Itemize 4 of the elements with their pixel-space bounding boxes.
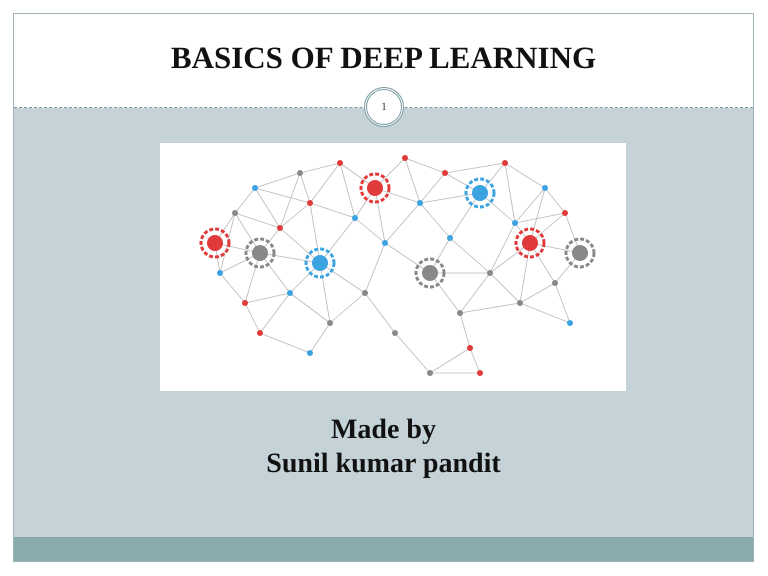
page-number: 1 <box>364 87 404 127</box>
author-name: Sunil kumar pandit <box>265 448 502 480</box>
slide-title: BASICS OF DEEP LEARNING <box>170 40 598 76</box>
subtitle: Made by <box>330 414 437 446</box>
